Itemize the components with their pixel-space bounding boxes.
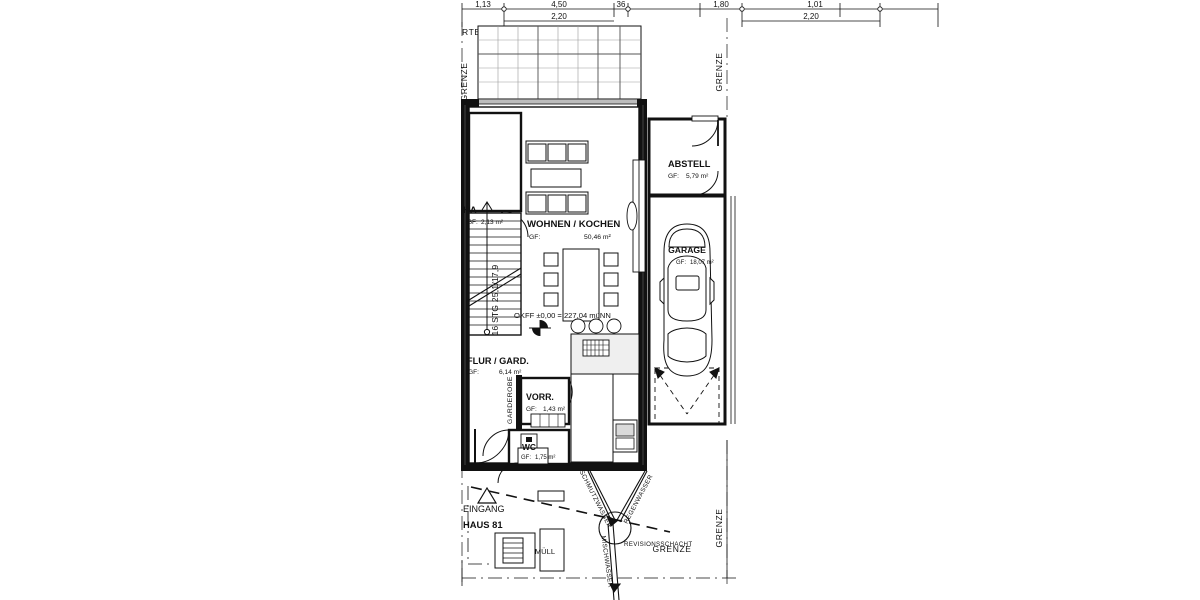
window-living-right — [626, 159, 646, 273]
label-garderobe: GARDEROBE — [507, 376, 514, 424]
room-area-wc: 1,75 m² — [535, 455, 555, 461]
label-grenze-right-top: GRENZE — [714, 52, 724, 91]
boundary-labels: RTEN GRENZE GRENZE GRENZE GRENZE — [459, 27, 724, 554]
room-area-garage: 18,07 m² — [690, 260, 714, 266]
cooktop-burners — [570, 318, 622, 334]
room-label-wohnen-kochen: WOHNEN / KOCHEN — [527, 219, 620, 230]
car-symbol — [659, 223, 715, 377]
terrace-paving — [477, 25, 642, 105]
level-marker: OKFF ±0,00 = 227,04 müNN — [514, 311, 611, 336]
okff-label: OKFF ±0,00 = 227,04 müNN — [514, 311, 611, 320]
room-gf-wc: GF: — [521, 455, 531, 461]
dim-top-2: 4,50 — [551, 0, 567, 9]
room-gf-vorr: GF: — [526, 406, 537, 413]
dimension-labels-top: 1,13 4,50 36 1,80 1,01 2,20 2,20 — [475, 0, 823, 21]
dim-top-5: 1,01 — [807, 0, 823, 9]
room-label-garage: GARAGE — [668, 245, 706, 255]
room-label-vorr: VORR. — [526, 392, 554, 402]
label-revisionsschacht: REVISIONSSCHACHT — [624, 541, 692, 548]
dim-bottom-2: 2,20 — [803, 12, 819, 21]
entry-step — [517, 447, 549, 465]
label-haus-81: HAUS 81 — [463, 519, 503, 530]
label-muell: MÜLL — [535, 547, 555, 556]
kitchen-counter — [570, 318, 640, 463]
entry-door-swing — [474, 428, 519, 484]
label-grenze-bottom: GRENZE — [652, 544, 691, 554]
room-gf-garage: GF: — [676, 260, 686, 266]
garage-labels: GARAGE GF: 18,07 m² — [668, 245, 714, 266]
site-plan-outdoor — [467, 470, 671, 600]
room-label-flur: FLUR / GARD. — [467, 356, 529, 366]
room-area-ha: 2,13 m² — [481, 219, 504, 226]
room-label-abstell: ABSTELL — [668, 159, 711, 169]
furniture-lounge — [525, 140, 589, 215]
room-label-wc: WC — [522, 442, 536, 452]
label-eingang: EINGANG — [463, 504, 505, 514]
label-garten: RTEN — [462, 27, 487, 37]
dim-top-4: 1,80 — [713, 0, 729, 9]
room-area-wohnen: 50,46 m² — [584, 234, 612, 241]
room-area-flur: 6,14 m² — [499, 369, 522, 376]
room-gf-flur: GF: — [468, 369, 479, 376]
label-grenze-left: GRENZE — [459, 62, 469, 101]
room-labels: HA GF: 2,13 m² WOHNEN / KOCHEN GF: 50,46… — [463, 205, 620, 461]
abstell-labels: ABSTELL GF: 5,79 m² — [668, 159, 711, 180]
room-area-vorr: 1,43 m² — [543, 406, 566, 413]
label-grenze-right-bottom: GRENZE — [714, 508, 724, 547]
entry-path — [470, 486, 671, 533]
room-gf-wohnen: GF: — [529, 234, 540, 241]
staircase — [468, 201, 522, 336]
house-walls — [461, 99, 647, 471]
room-abstell — [647, 115, 727, 197]
garage-side-strips — [730, 196, 736, 424]
hall-group — [482, 375, 573, 466]
room-label-ha: HA — [463, 205, 477, 216]
room-ha — [467, 111, 529, 238]
room-gf-ha: GF: — [467, 219, 478, 226]
dim-bottom-1: 2,20 — [551, 12, 567, 21]
furniture-dining — [543, 248, 619, 322]
boundary-ticks-bottom — [461, 440, 728, 586]
room-gf-abstell: GF: — [668, 173, 679, 180]
eingang-marker — [476, 486, 498, 504]
dim-top-3: 36 — [617, 0, 626, 9]
dim-top-1: 1,13 — [475, 0, 491, 9]
stair-step-note: 16 STG 25,1/17,9 — [490, 265, 500, 336]
dimension-chain-top — [461, 3, 939, 27]
room-area-abstell: 5,79 m² — [686, 173, 709, 180]
